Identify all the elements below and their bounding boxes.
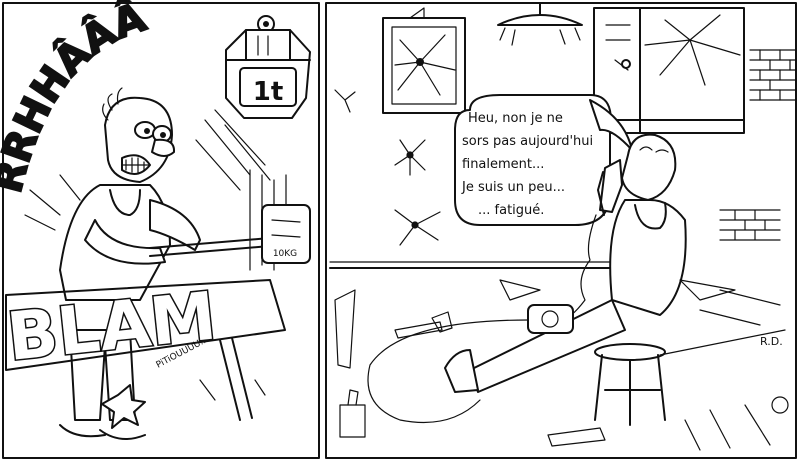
svg-text:Heu, non je ne sors pa: Heu, non je ne sors pas aujourd'hui fina… [461, 111, 597, 218]
one-ton-weight: 1t [225, 15, 311, 119]
speech-bubble: Heu, non je ne sors pas aujourd'hui fina… [454, 94, 633, 226]
floor-debris [334, 279, 789, 451]
svg-text:10KG: 10KG [273, 249, 297, 259]
phone-man [367, 133, 687, 426]
broken-frame [382, 7, 466, 114]
brick-wall [719, 49, 796, 241]
wall-holes [334, 89, 441, 246]
ceiling-lamp [497, 2, 583, 46]
broken-window [593, 7, 745, 134]
right-panel: Heu, non je ne sors pas aujourd'hui fina… [329, 2, 796, 451]
strong-man: 10KG [59, 87, 311, 440]
svg-text:BLAM: BLAM [4, 277, 220, 375]
left-panel-frame [2, 2, 320, 459]
svg-text:1t: 1t [253, 77, 284, 107]
left-panel: RRHHÂÂÂ 1t [0, 0, 311, 440]
blam-impact: BLAM [2, 276, 286, 377]
right-panel-frame [325, 2, 797, 459]
signature: R.D. [760, 335, 783, 348]
scream-text: RRHHÂÂÂ [0, 0, 153, 198]
